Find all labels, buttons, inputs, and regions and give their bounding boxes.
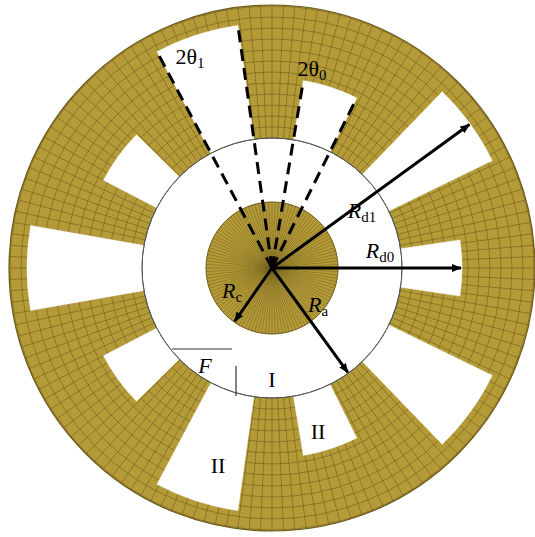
slot — [363, 325, 493, 444]
dimension-label: Rd1 — [348, 200, 376, 225]
dimension-label: Rd0 — [366, 240, 394, 265]
dimension-label: 2θ1 — [175, 46, 204, 71]
dimension-label: Rc — [222, 280, 242, 305]
dimension-label: II — [211, 455, 226, 477]
radius-arrow — [235, 268, 272, 321]
slot — [103, 135, 178, 208]
slot — [363, 92, 493, 211]
radius-arrow — [272, 125, 469, 268]
dimension-label: II — [311, 421, 326, 443]
dashed-line — [157, 52, 272, 268]
dimension-label: I — [268, 369, 275, 391]
dashed-line — [272, 81, 303, 268]
slot — [103, 328, 178, 401]
slot — [27, 225, 143, 310]
slot — [294, 385, 357, 456]
radius-arrow — [272, 267, 461, 270]
dimension-label: Ra — [308, 294, 328, 319]
force-line — [172, 348, 232, 349]
slot — [157, 25, 254, 152]
force-tick — [235, 366, 236, 396]
outer-ring — [9, 5, 535, 531]
slot — [157, 383, 254, 510]
dimension-label: 2θ0 — [297, 58, 326, 83]
ring-mesh — [9, 5, 535, 531]
radius-arrow — [272, 268, 348, 372]
dashed-line — [238, 25, 272, 268]
dimension-label: F — [198, 355, 211, 377]
